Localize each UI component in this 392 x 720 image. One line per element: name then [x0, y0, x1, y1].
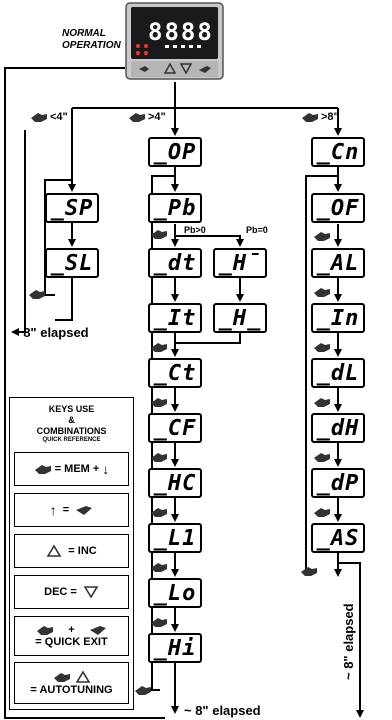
param-cf: _CF [148, 413, 202, 443]
hand-icon [34, 465, 51, 474]
hand-icon [151, 343, 167, 352]
up-triangle-icon [75, 670, 90, 683]
param-al: _AL [311, 248, 365, 278]
legend-subtitle: QUICK REFERENCE [42, 437, 101, 443]
legend-title: KEYS USE [48, 404, 95, 414]
hand-icon [151, 618, 167, 627]
legend-dec-text: DEC = [44, 586, 77, 598]
hand-icon [314, 508, 330, 517]
param-in: _In [311, 303, 365, 333]
hand-icon [314, 453, 330, 462]
down-arrow-icon: ↓ [102, 461, 110, 477]
legend-ampersand: & [68, 415, 75, 425]
param-hi-bar: _H¯ [213, 248, 267, 278]
operation-label: OPERATION [62, 40, 121, 51]
param-pb: _Pb [148, 193, 202, 223]
param-op: _OP [148, 137, 202, 167]
hand-icon [314, 232, 330, 241]
param-it: _It [148, 303, 202, 333]
device-display: 8888 [148, 18, 214, 46]
hand-icon [53, 673, 70, 682]
param-of: _OF [311, 193, 365, 223]
legend-mem-row: = MEM + ↓ [14, 452, 129, 486]
legend-title-combinations: COMBINATIONS [36, 426, 107, 436]
param-dt: _dt [148, 248, 202, 278]
hand-icon [151, 563, 167, 572]
legend-mem-text: = MEM + [54, 463, 100, 475]
timeout-left-label: ~ 8" elapsed [12, 325, 89, 340]
legend-up-text: = [62, 504, 70, 516]
param-hc: _HC [148, 468, 202, 498]
hand-icon [314, 343, 330, 352]
normal-label: NORMAL [62, 28, 106, 39]
legend-inc-row: = INC [14, 534, 129, 568]
hand-icon [135, 686, 151, 695]
down-triangle-icon [83, 586, 99, 599]
hand-icon [302, 113, 318, 122]
prg-hand-icon [89, 626, 106, 635]
param-h-low: _H_ [213, 303, 267, 333]
hand-icon [151, 508, 167, 517]
param-l1: _L1 [148, 523, 202, 553]
timeout-right-label: ~ 8" elapsed [341, 603, 356, 680]
param-ct: _Ct [148, 358, 202, 388]
param-hi: _Hi [148, 633, 202, 663]
timeout-bottom-label: ~ 8" elapsed [184, 703, 261, 718]
legend-inc-text: = INC [68, 545, 97, 557]
hand-icon [314, 398, 330, 407]
param-dh: _dH [311, 413, 365, 443]
hand-icon [129, 113, 145, 122]
hand-icon [31, 113, 47, 122]
up-arrow-icon: ↑ [49, 502, 57, 518]
param-sp: _SP [45, 193, 99, 223]
branch-short-label: <4" [50, 111, 68, 123]
keys-legend: KEYS USE & COMBINATIONS QUICK REFERENCE … [9, 397, 134, 710]
param-dp: _dP [311, 468, 365, 498]
legend-quick-exit-text: = QUICK EXIT [35, 636, 108, 648]
hand-icon [314, 288, 330, 297]
controller-device [125, 2, 224, 80]
hand-icon [151, 230, 167, 239]
branch-long-label: >8" [321, 111, 339, 123]
up-triangle-icon [46, 544, 62, 557]
param-cn: _Cn [311, 137, 365, 167]
branch-mid-label: >4" [148, 111, 166, 123]
cond-pb-gt-label: Pb>0 [184, 225, 206, 235]
legend-quick-exit-row: + = QUICK EXIT [14, 616, 129, 656]
param-sl: _SL [45, 248, 99, 278]
legend-dec-row: DEC = [14, 575, 129, 609]
hand-icon [37, 626, 54, 635]
prg-hand-icon [76, 506, 93, 515]
legend-autotuning-row: = AUTOTUNING [14, 662, 129, 704]
hand-icon [29, 290, 45, 299]
hand-icon [151, 398, 167, 407]
legend-up-row: ↑ = [14, 493, 129, 527]
param-lo: _Lo [148, 578, 202, 608]
cond-pb-eq-label: Pb=0 [246, 225, 268, 235]
param-as: _AS [311, 523, 365, 553]
param-dl: _dL [311, 358, 365, 388]
hand-icon [151, 453, 167, 462]
legend-plus: + [68, 624, 75, 636]
legend-autotuning-text: = AUTOTUNING [30, 684, 113, 696]
hand-icon [301, 567, 317, 576]
